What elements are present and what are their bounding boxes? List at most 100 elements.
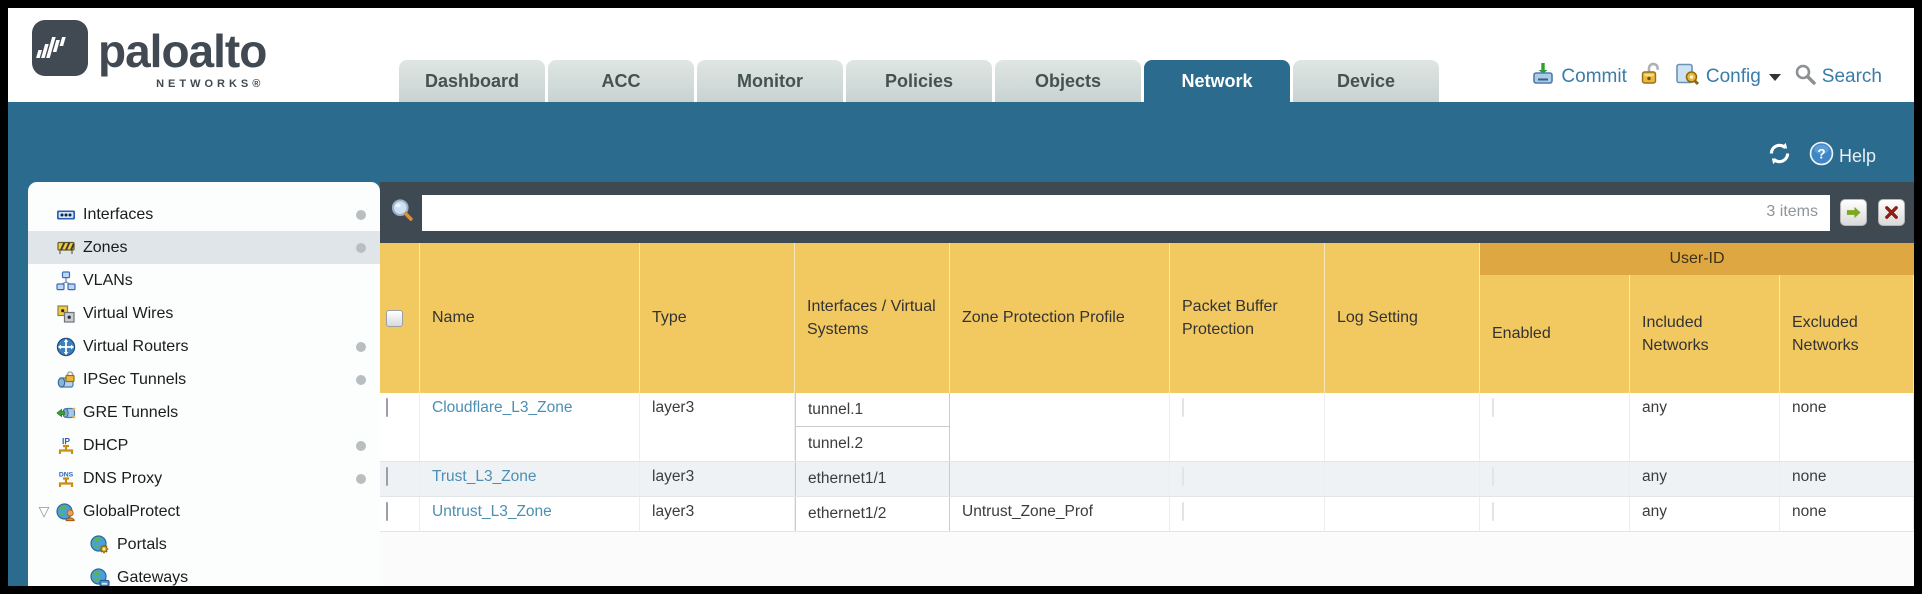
virtual-wires-icon <box>56 304 76 324</box>
sub-header-band: ? Help <box>8 102 1914 182</box>
svg-text:IP: IP <box>62 436 70 446</box>
top-bar: paloalto NETWORKS® Dashboard ACC Monitor… <box>8 8 1914 102</box>
zone-name-link[interactable]: Trust_L3_Zone <box>432 468 537 485</box>
filter-input[interactable] <box>422 194 1830 231</box>
row-checkbox[interactable] <box>386 398 388 417</box>
collapse-arrow-icon[interactable]: ▽ <box>38 503 50 519</box>
brand-subtitle: NETWORKS® <box>156 78 265 90</box>
zone-type-cell: layer3 <box>640 393 795 461</box>
user-id-group: User-ID Enabled Included Networks Exclud… <box>1480 243 1914 393</box>
sidebar-item-portals[interactable]: Portals <box>28 528 380 561</box>
row-checkbox[interactable] <box>386 502 388 521</box>
sidebar-item-virtual-wires[interactable]: Virtual Wires <box>28 297 380 330</box>
table-row: Trust_L3_Zone layer3 ethernet1/1 any non… <box>380 462 1914 497</box>
status-dot <box>356 375 366 385</box>
lock-icon[interactable] <box>1640 62 1662 92</box>
row-checkbox[interactable] <box>386 467 388 486</box>
help-label: Help <box>1838 145 1876 166</box>
tab-monitor[interactable]: Monitor <box>697 60 843 102</box>
virtual-routers-icon <box>56 337 76 357</box>
sidebar-item-dns-proxy[interactable]: DNS DNS Proxy <box>28 462 380 495</box>
interface-cell: tunnel.1 <box>796 393 949 427</box>
clear-filter-button[interactable] <box>1878 199 1905 226</box>
sidebar-item-virtual-routers[interactable]: Virtual Routers <box>28 330 380 363</box>
filter-bar: 3 items <box>380 182 1914 243</box>
ipsec-tunnels-icon <box>56 370 76 390</box>
group-header-user-id: User-ID <box>1480 243 1914 275</box>
tab-device[interactable]: Device <box>1293 60 1439 102</box>
table-header: Name Type Interfaces / Virtual Systems Z… <box>380 243 1914 393</box>
refresh-icon[interactable] <box>1766 140 1793 172</box>
paloalto-logo: paloalto NETWORKS® <box>32 20 267 90</box>
search-icon <box>1794 63 1816 91</box>
sidebar-item-gre-tunnels[interactable]: GRE Tunnels <box>28 396 380 429</box>
table-row: Cloudflare_L3_Zone layer3 tunnel.1 tunne… <box>380 393 1914 462</box>
column-header-enabled[interactable]: Enabled <box>1480 275 1630 393</box>
zone-type-cell: layer3 <box>640 462 795 496</box>
items-count: 3 items <box>1766 202 1818 220</box>
sidebar-item-ipsec-tunnels[interactable]: IPSec Tunnels <box>28 363 380 396</box>
tab-acc[interactable]: ACC <box>548 60 694 102</box>
column-header-name[interactable]: Name <box>420 243 640 393</box>
interface-cell: ethernet1/2 <box>808 505 887 522</box>
tab-network[interactable]: Network <box>1144 60 1290 102</box>
tab-dashboard[interactable]: Dashboard <box>399 60 545 102</box>
portals-icon <box>90 534 110 555</box>
filter-search-icon <box>389 197 416 229</box>
commit-button[interactable]: Commit <box>1531 62 1627 92</box>
svg-text:?: ? <box>1817 147 1825 162</box>
column-header-included-networks[interactable]: Included Networks <box>1630 275 1780 393</box>
status-dot <box>356 243 366 253</box>
help-icon: ? <box>1809 141 1834 171</box>
column-header-zone-protection-profile[interactable]: Zone Protection Profile <box>950 243 1170 393</box>
interface-cell: tunnel.2 <box>808 435 864 452</box>
arrow-right-icon <box>1846 206 1861 219</box>
main-nav-tabs: Dashboard ACC Monitor Policies Objects N… <box>399 60 1442 102</box>
brand-name: paloalto <box>98 25 267 77</box>
gre-tunnels-icon <box>56 403 76 423</box>
config-menu[interactable]: Config <box>1675 62 1781 92</box>
excluded-networks-cell: none <box>1780 497 1914 531</box>
dhcp-icon: IP <box>56 436 76 456</box>
network-sidebar: Interfaces Zones <box>28 182 380 586</box>
help-button[interactable]: ? Help <box>1809 141 1876 171</box>
user-id-enabled-checkbox[interactable] <box>1492 398 1494 417</box>
sidebar-item-dhcp[interactable]: IP DHCP <box>28 429 380 462</box>
column-header-packet-buffer-protection[interactable]: Packet Buffer Protection <box>1170 243 1325 393</box>
column-header-type[interactable]: Type <box>640 243 795 393</box>
panos-app-window: paloalto NETWORKS® Dashboard ACC Monitor… <box>8 8 1914 586</box>
packet-buffer-checkbox[interactable] <box>1182 467 1184 486</box>
excluded-networks-cell: none <box>1780 462 1914 496</box>
apply-filter-button[interactable] <box>1840 199 1867 226</box>
log-setting-cell <box>1325 393 1480 461</box>
zone-name-link[interactable]: Cloudflare_L3_Zone <box>432 399 573 416</box>
column-header-interfaces[interactable]: Interfaces / Virtual Systems <box>795 243 950 393</box>
tab-objects[interactable]: Objects <box>995 60 1141 102</box>
status-dot <box>356 342 366 352</box>
zone-protection-cell: Untrust_Zone_Prof <box>950 497 1170 531</box>
user-id-enabled-checkbox[interactable] <box>1492 502 1494 521</box>
select-all-checkbox[interactable] <box>386 309 403 327</box>
paloalto-logo-icon <box>32 20 88 81</box>
sidebar-item-zones[interactable]: Zones <box>28 231 380 264</box>
tab-policies[interactable]: Policies <box>846 60 992 102</box>
sidebar-item-gateways[interactable]: Gateways <box>28 561 380 586</box>
excluded-networks-cell: none <box>1780 393 1914 461</box>
sidebar-item-vlans[interactable]: VLANs <box>28 264 380 297</box>
column-header-log-setting[interactable]: Log Setting <box>1325 243 1480 393</box>
status-dot <box>356 474 366 484</box>
packet-buffer-checkbox[interactable] <box>1182 502 1184 521</box>
sidebar-item-interfaces[interactable]: Interfaces <box>28 198 380 231</box>
svg-text:DNS: DNS <box>59 471 74 478</box>
zone-name-link[interactable]: Untrust_L3_Zone <box>432 503 552 520</box>
user-id-enabled-checkbox[interactable] <box>1492 467 1494 486</box>
global-search-button[interactable]: Search <box>1794 63 1882 91</box>
column-header-excluded-networks[interactable]: Excluded Networks <box>1780 275 1914 393</box>
included-networks-cell: any <box>1630 393 1780 461</box>
commit-icon <box>1531 62 1555 92</box>
interfaces-icon <box>56 205 76 225</box>
config-icon <box>1675 62 1700 92</box>
log-setting-cell <box>1325 497 1480 531</box>
packet-buffer-checkbox[interactable] <box>1182 398 1184 417</box>
sidebar-item-globalprotect[interactable]: ▽ GlobalProtect <box>28 495 380 528</box>
